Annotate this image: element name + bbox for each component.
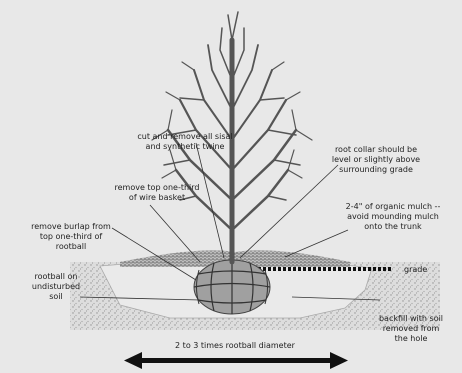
label-wire-basket: remove top one-third of wire basket bbox=[107, 183, 207, 203]
label-mulch: 2-4" of organic mulch -- avoid mounding … bbox=[334, 202, 452, 232]
label-root-collar: root collar should be level or slightly … bbox=[322, 145, 430, 175]
rootball bbox=[194, 260, 270, 314]
label-backfill: backfill with soil removed from the hole bbox=[368, 314, 454, 344]
label-burlap: remove burlap from top one-third of root… bbox=[28, 222, 114, 252]
label-twine: cut and remove all sisal and synthetic t… bbox=[130, 132, 240, 152]
label-diameter: 2 to 3 times rootball diameter bbox=[150, 341, 320, 351]
label-grade: grade bbox=[404, 265, 444, 275]
label-rootball: rootball on undisturbed soil bbox=[26, 272, 86, 302]
diameter-arrow bbox=[124, 352, 348, 369]
